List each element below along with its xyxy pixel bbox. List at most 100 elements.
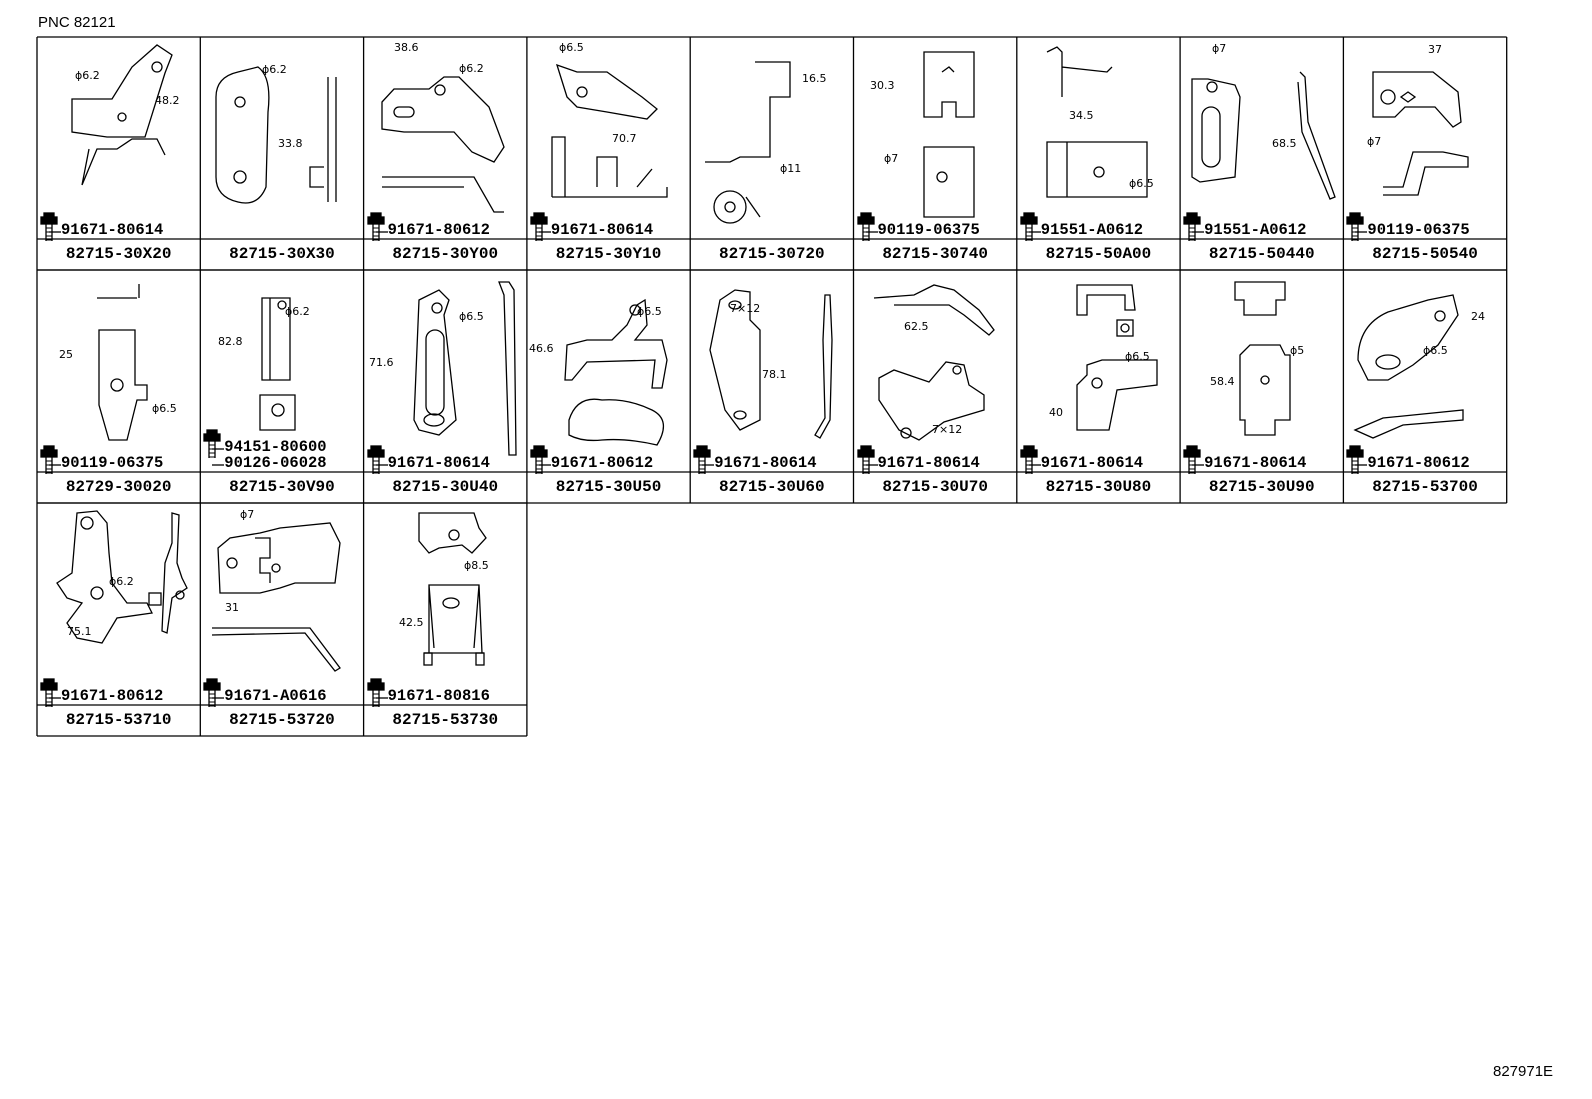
part-drawing: 71.6ϕ6.5 bbox=[366, 281, 517, 474]
dimension-label: ϕ6.5 bbox=[152, 402, 177, 415]
dimension-label: ϕ6.2 bbox=[285, 305, 310, 318]
dimension-label: 58.4 bbox=[1210, 375, 1235, 388]
bolt-part-number: 91551-A0612 bbox=[1040, 221, 1144, 239]
part-number[interactable]: 82715-50440 bbox=[1208, 245, 1315, 263]
bolt-part-number: 94151-80600 bbox=[224, 438, 327, 456]
part-drawing: 34.5ϕ6.5 bbox=[1020, 46, 1154, 241]
dimension-label: 37 bbox=[1428, 43, 1442, 56]
part-number[interactable]: 82715-30Y00 bbox=[392, 245, 499, 263]
part-drawing: ϕ8.5 42.5 bbox=[366, 512, 489, 707]
bolt-part-number: 91671-80614 bbox=[61, 221, 164, 239]
dimension-label: ϕ6.5 bbox=[1125, 350, 1150, 363]
dimension-label: 34.5 bbox=[1069, 109, 1094, 122]
part-drawing: 62.57×12 bbox=[856, 284, 995, 474]
dimension-label: ϕ6.5 bbox=[1423, 344, 1448, 357]
part-number[interactable]: 82715-30Y10 bbox=[555, 245, 662, 263]
part-number[interactable]: 82715-53720 bbox=[229, 711, 335, 729]
part-number[interactable]: 82715-30X20 bbox=[65, 245, 172, 263]
dimension-label: ϕ6.2 bbox=[459, 62, 484, 75]
dimension-label: ϕ6.2 bbox=[109, 575, 134, 588]
part-number[interactable]: 82715-53700 bbox=[1372, 478, 1478, 496]
bolt-icon bbox=[40, 678, 58, 707]
dimension-label: ϕ6.5 bbox=[559, 41, 584, 54]
dimension-label: ϕ6.2 bbox=[75, 69, 100, 82]
dimension-label: 48.2 bbox=[155, 94, 180, 107]
part-number[interactable]: 82715-50A00 bbox=[1045, 245, 1152, 263]
bolt-icon bbox=[40, 212, 58, 241]
dimension-label: ϕ7 bbox=[884, 152, 898, 165]
bolt-part-number: 91671-80614 bbox=[877, 454, 980, 472]
dimension-label: 24 bbox=[1471, 310, 1485, 323]
bolt-icon bbox=[1346, 445, 1365, 474]
dimension-label: ϕ8.5 bbox=[464, 559, 489, 572]
part-number[interactable]: 82715-30U90 bbox=[1208, 478, 1315, 496]
bolt-icon bbox=[203, 678, 221, 707]
part-number[interactable]: 82715-53730 bbox=[392, 711, 499, 729]
bolt-part-number: 90119-06375 bbox=[61, 454, 164, 472]
part-drawing: 40 ϕ6.5 bbox=[1020, 284, 1158, 474]
bolt-icon bbox=[366, 445, 385, 474]
part-drawing: ϕ6.2 48.2 bbox=[40, 44, 180, 241]
part-drawing: 82.8ϕ6.2 bbox=[203, 297, 310, 466]
part-drawing: 30.3ϕ7 bbox=[856, 51, 975, 241]
pnc-label: PNC 82121 bbox=[38, 14, 116, 31]
part-number[interactable]: 82715-30720 bbox=[719, 245, 825, 263]
bolt-part-number: 91671-80612 bbox=[550, 454, 654, 472]
part-number[interactable]: 82715-30U50 bbox=[555, 478, 662, 496]
dimension-label: ϕ6.5 bbox=[459, 310, 484, 323]
bolt-icon bbox=[693, 445, 711, 474]
dimension-label: 7×12 bbox=[730, 302, 760, 315]
part-number[interactable]: 82715-30740 bbox=[882, 245, 988, 263]
part-number[interactable]: 82729-30020 bbox=[65, 478, 172, 496]
dimension-label: ϕ7 bbox=[1212, 42, 1226, 55]
dimension-label: 70.7 bbox=[612, 132, 637, 145]
dimension-label: ϕ7 bbox=[240, 508, 254, 521]
part-number[interactable]: 82715-30V90 bbox=[229, 478, 335, 496]
bolt-icon bbox=[40, 445, 58, 474]
dimension-label: 40 bbox=[1049, 406, 1063, 419]
part-cell[interactable]: ϕ6.2 48.2 91671-80614 82715-30X20 bbox=[37, 37, 200, 270]
part-number[interactable]: 82715-30U70 bbox=[882, 478, 988, 496]
dimension-label: ϕ7 bbox=[1367, 135, 1381, 148]
part-drawing: 58.4ϕ5 bbox=[1183, 281, 1304, 474]
part-number[interactable]: 82715-30U40 bbox=[392, 478, 499, 496]
diagram-code: 827971E bbox=[1493, 1063, 1554, 1080]
part-number[interactable]: 82715-50540 bbox=[1372, 245, 1478, 263]
part-drawing: 24 ϕ6.5 bbox=[1346, 294, 1485, 474]
part-number[interactable]: 82715-30U80 bbox=[1045, 478, 1152, 496]
part-drawing: 38.6ϕ6.2 bbox=[366, 41, 505, 241]
bolt-icon bbox=[1183, 212, 1201, 241]
bolt-icon bbox=[1020, 445, 1038, 474]
part-number[interactable]: 82715-30X30 bbox=[229, 245, 335, 263]
dimension-label: 31 bbox=[225, 601, 239, 614]
part-number[interactable]: 82715-53710 bbox=[65, 711, 172, 729]
bolt-part-number: 91551-A0612 bbox=[1204, 221, 1307, 239]
bolt-icon bbox=[856, 445, 875, 474]
bolt-icon bbox=[1346, 212, 1365, 241]
dimension-label: 42.5 bbox=[399, 616, 424, 629]
part-number[interactable]: 82715-30U60 bbox=[719, 478, 825, 496]
